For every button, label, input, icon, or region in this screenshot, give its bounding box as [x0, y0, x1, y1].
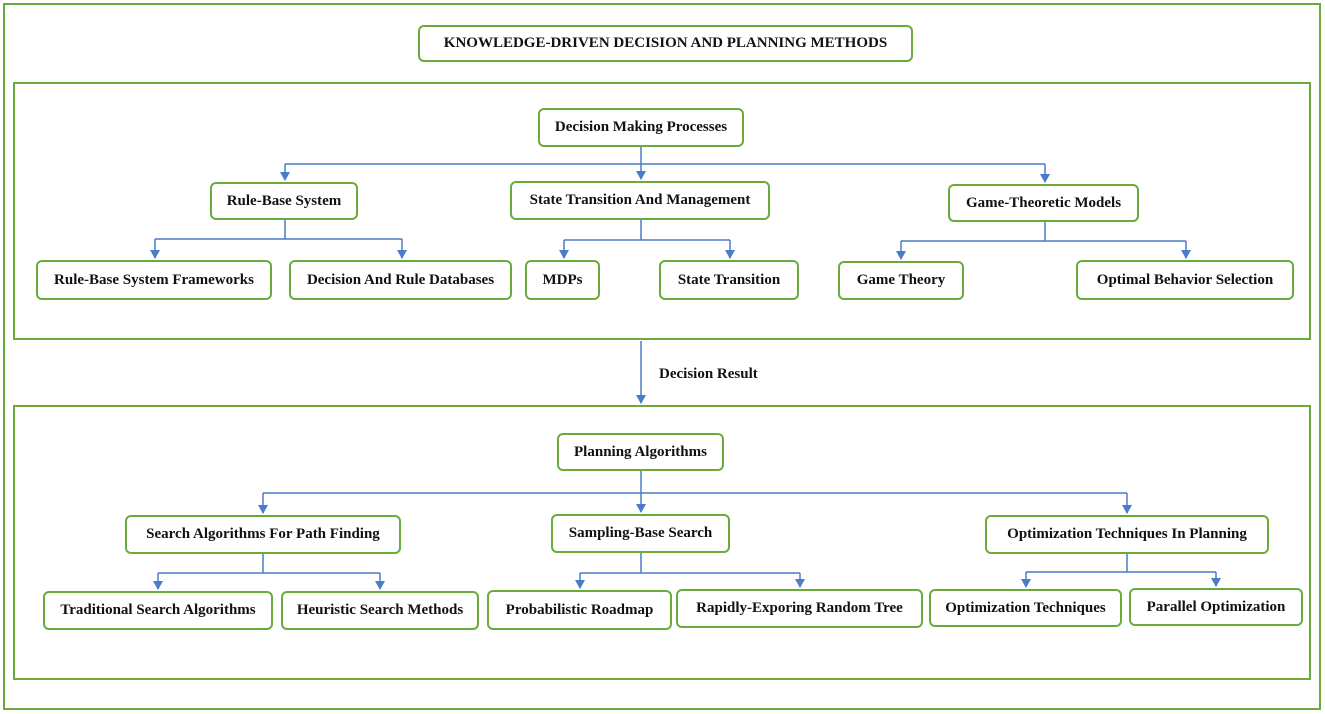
decision-leaf-rule-databases: Decision And Rule Databases — [289, 260, 512, 300]
planning-group-search-algorithms: Search Algorithms For Path Finding — [125, 515, 401, 554]
decision-root-label: Decision Making Processes — [554, 119, 728, 135]
decision-leaf-label: MDPs — [542, 271, 583, 288]
planning-leaf-label: Parallel Optimization — [1146, 598, 1286, 615]
outer-frame — [3, 3, 1321, 710]
decision-leaf-rule-base-frameworks: Rule-Base System Frameworks — [36, 260, 272, 300]
decision-leaf-label: Game Theory — [856, 272, 946, 288]
decision-leaf-label: Optimal Behavior Selection — [1096, 271, 1274, 288]
decision-group-label: State Transition And Management — [529, 192, 751, 208]
planning-group-label: Search Algorithms For Path Finding — [146, 526, 380, 542]
decision-section — [13, 82, 1311, 340]
planning-root-label: Planning Algorithms — [574, 443, 707, 460]
decision-group-label: Rule-Base System — [226, 192, 342, 209]
planning-group-optimization-in-planning: Optimization Techniques In Planning — [985, 515, 1269, 554]
planning-leaf-heuristic-search: Heuristic Search Methods — [281, 591, 479, 630]
planning-leaf-label: Rapidly-Exporing Random Tree — [696, 600, 903, 616]
planning-group-label: Sampling-Base Search — [568, 525, 713, 541]
planning-leaf-label: Probabilistic Roadmap — [505, 601, 654, 618]
decision-leaf-state-transition: State Transition — [659, 260, 799, 300]
planning-leaf-label: Optimization Techniques — [945, 599, 1106, 616]
title-text: KNOWLEDGE-DRIVEN DECISION AND PLANNING M… — [443, 35, 888, 51]
decision-leaf-label: State Transition — [677, 271, 781, 288]
decision-leaf-optimal-behavior: Optimal Behavior Selection — [1076, 260, 1294, 300]
decision-leaf-mdps: MDPs — [525, 260, 600, 300]
planning-root-node: Planning Algorithms — [557, 433, 724, 471]
planning-leaf-rapidly-exploring-tree: Rapidly-Exporing Random Tree — [676, 589, 923, 628]
planning-leaf-parallel-optimization: Parallel Optimization — [1129, 588, 1303, 626]
decision-root-node: Decision Making Processes — [538, 108, 744, 147]
planning-leaf-label: Heuristic Search Methods — [296, 602, 464, 618]
planning-section — [13, 405, 1311, 680]
planning-leaf-traditional-search: Traditional Search Algorithms — [43, 591, 273, 630]
planning-leaf-label: Traditional Search Algorithms — [60, 602, 256, 618]
planning-leaf-optimization-techniques: Optimization Techniques — [929, 589, 1122, 627]
decision-group-game-theoretic: Game-Theoretic Models — [948, 184, 1139, 222]
title-box: KNOWLEDGE-DRIVEN DECISION AND PLANNING M… — [418, 25, 913, 62]
planning-group-label: Optimization Techniques In Planning — [1007, 526, 1247, 542]
planning-group-sampling-search: Sampling-Base Search — [551, 514, 730, 553]
decision-leaf-label: Rule-Base System Frameworks — [54, 271, 254, 288]
decision-leaf-label: Decision And Rule Databases — [306, 271, 495, 288]
decision-result-label: Decision Result — [659, 366, 758, 382]
decision-group-state-transition: State Transition And Management — [510, 181, 770, 220]
decision-group-label: Game-Theoretic Models — [965, 194, 1122, 211]
planning-leaf-probabilistic-roadmap: Probabilistic Roadmap — [487, 590, 672, 630]
decision-leaf-game-theory: Game Theory — [838, 261, 964, 300]
decision-group-rule-base: Rule-Base System — [210, 182, 358, 220]
